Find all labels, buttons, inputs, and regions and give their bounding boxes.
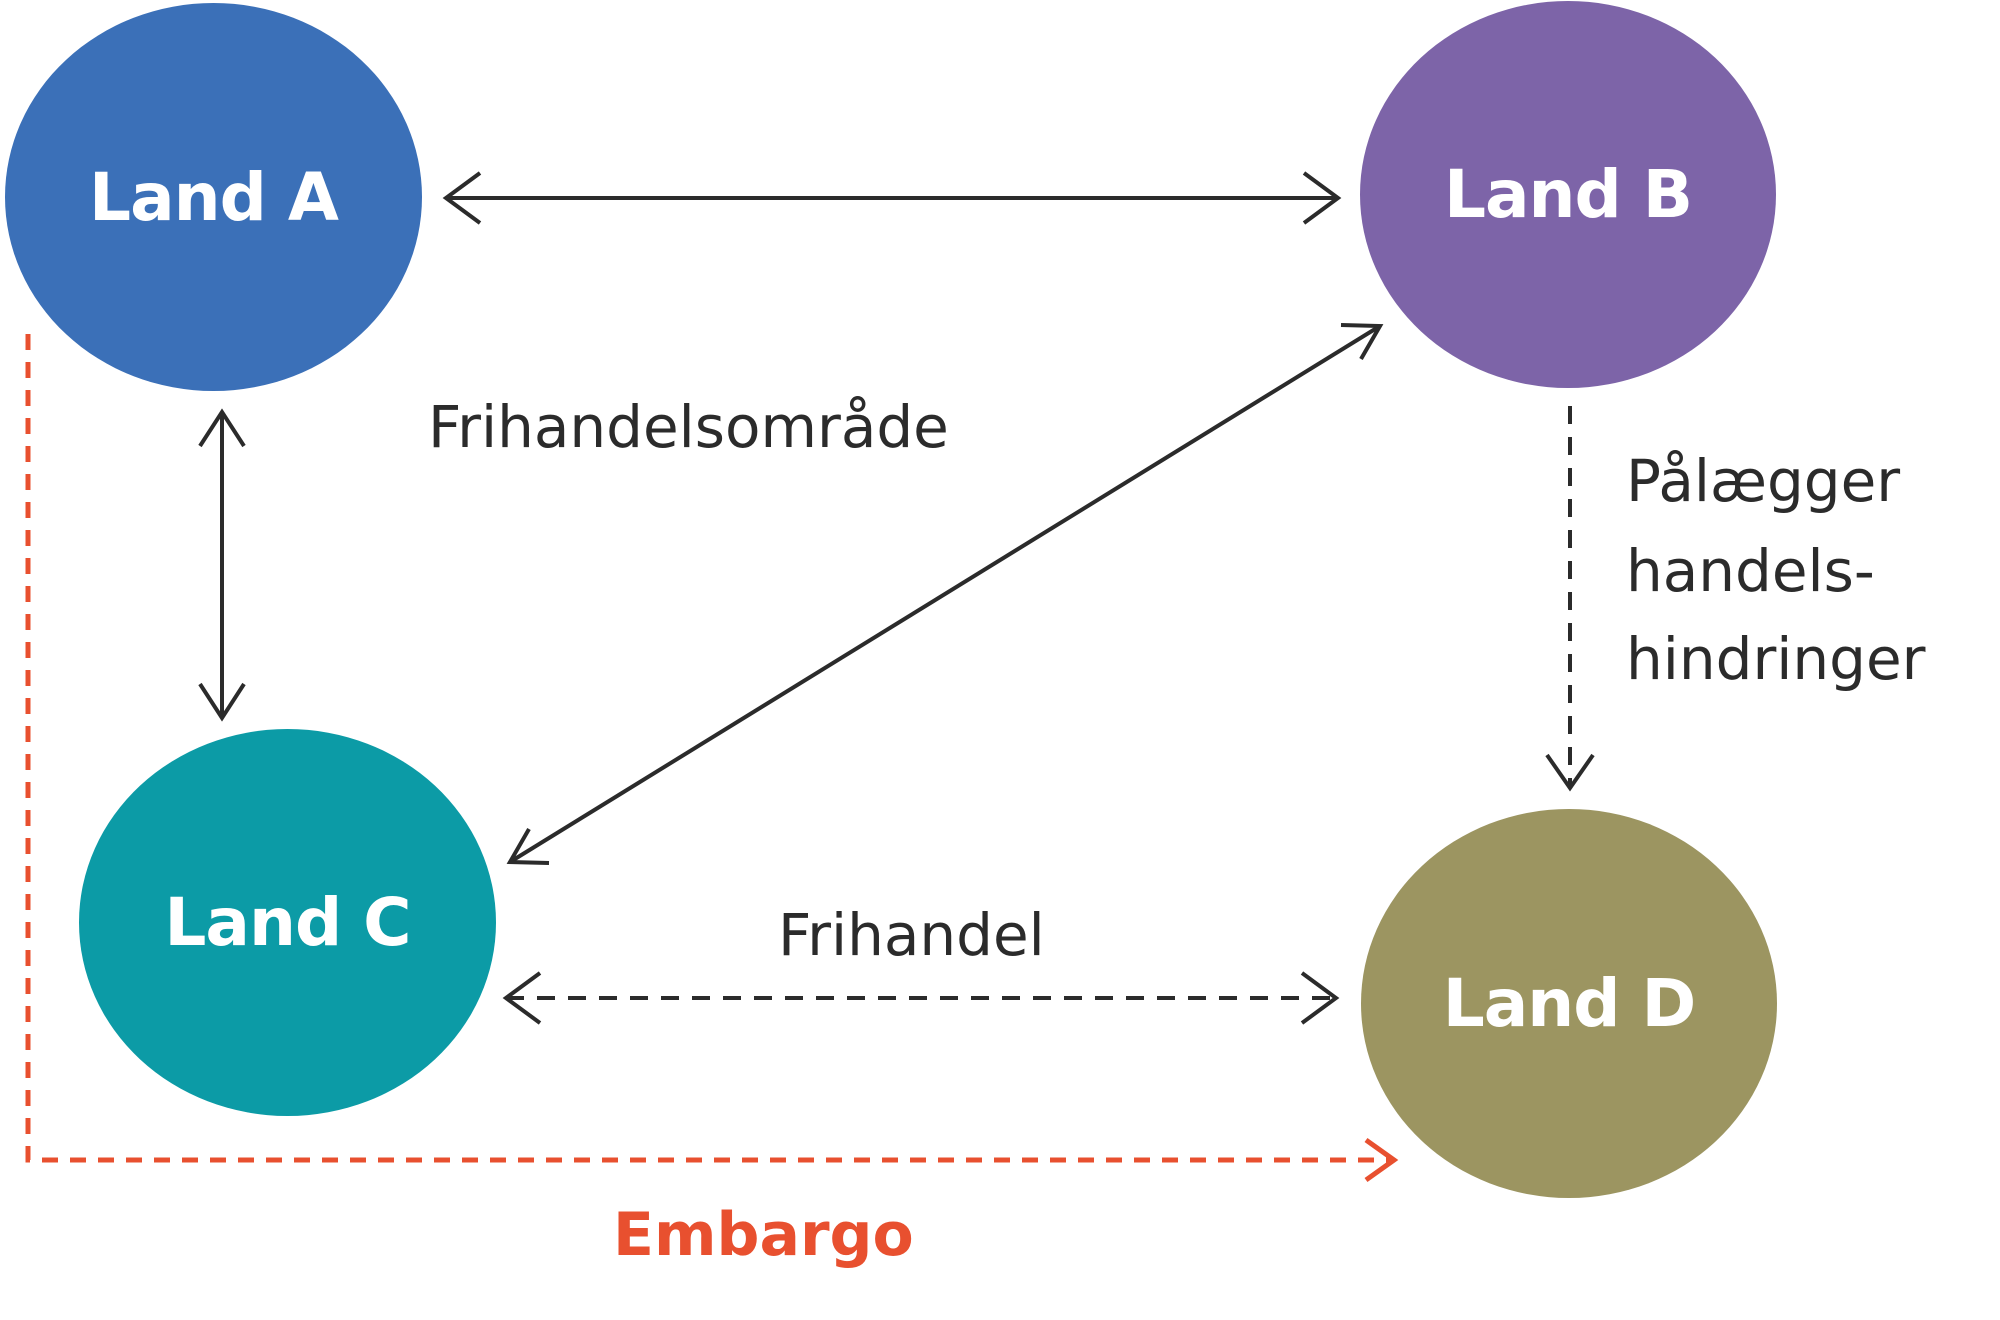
label-trade-barriers-line: Pålægger	[1626, 447, 1901, 515]
arrow-c-d	[502, 971, 1340, 1025]
node-land-d: Land D	[1361, 809, 1777, 1198]
node-land-c: Land C	[79, 729, 496, 1116]
arrow-b-d	[1545, 406, 1595, 792]
label-trade-barriers-line: hindringer	[1626, 625, 1926, 693]
arrow-a-b	[442, 171, 1342, 225]
label-embargo: Embargo	[613, 1200, 914, 1270]
arrow-embargo-a-d	[25, 334, 1399, 1183]
label-free-trade: Frihandel	[778, 901, 1045, 969]
node-label: Land B	[1443, 156, 1693, 233]
node-land-b: Land B	[1360, 1, 1776, 388]
label-trade-barriers-line: handels-	[1626, 537, 1875, 605]
label-free-trade-area: Frihandelsområde	[428, 393, 949, 461]
arrow-a-c	[198, 408, 246, 722]
arrow-c-b	[506, 323, 1384, 865]
node-label: Land D	[1442, 965, 1697, 1042]
node-label: Land C	[164, 884, 411, 961]
node-label: Land A	[89, 158, 339, 236]
node-land-a: Land A	[5, 3, 422, 391]
